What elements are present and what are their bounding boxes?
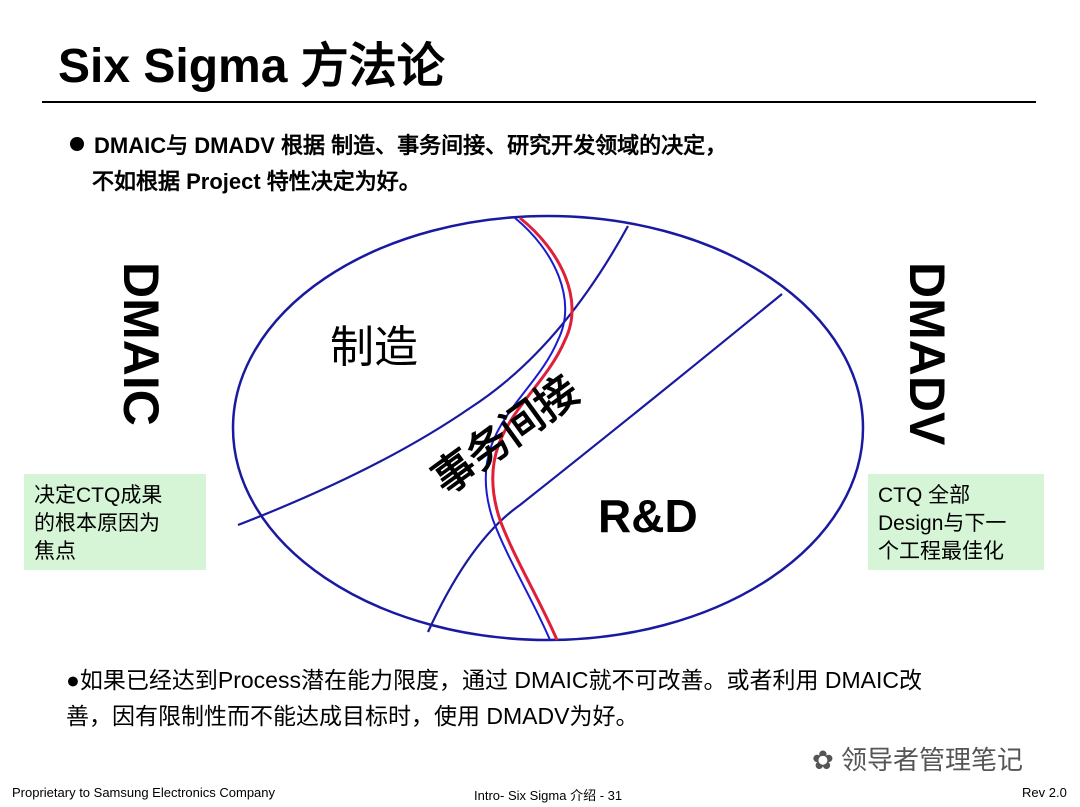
footer-proprietary: Proprietary to Samsung Electronics Compa…: [12, 785, 276, 800]
region-transactional-label: 事务间接: [423, 366, 588, 504]
note-dmaic-line1: 决定CTQ成果: [34, 484, 163, 507]
bullet-conclusion: ●如果已经达到Process潜在能力限度，通过 DMAIC就不可改善。或者利用 …: [66, 667, 922, 729]
band-lower-line: [426, 293, 783, 633]
footer-revision: Rev 2.0: [1022, 785, 1067, 800]
s-curve-red: [491, 216, 574, 641]
band-upper-line: [237, 225, 629, 527]
bullet-intro: DMAIC与 DMADV 根据 制造、事务间接、研究开发领域的决定， 不如根据 …: [70, 128, 727, 200]
note-dmadv: CTQ 全部 Design与下一 个工程最佳化: [868, 474, 1044, 570]
note-dmadv-line2: Design与下一: [878, 512, 1007, 535]
diagram-ellipse: [231, 214, 865, 642]
watermark-text: 领导者管理笔记: [841, 745, 1024, 775]
bullet-intro-line2: 不如根据 Project 特性决定为好。: [92, 169, 421, 194]
note-dmaic-line2: 的根本原因为: [34, 512, 160, 535]
footer-page-info: Intro- Six Sigma 介绍 - 31: [474, 788, 623, 803]
region-rd-label: R&D: [598, 490, 698, 542]
note-dmadv-line1: CTQ 全部: [878, 484, 971, 507]
note-dmadv-line3: 个工程最佳化: [878, 540, 1004, 563]
wechat-icon: ✿: [812, 745, 834, 775]
s-curve-blue: [484, 217, 567, 641]
bullet-dot: [70, 137, 84, 151]
bullet-intro-line1: DMAIC与 DMADV 根据 制造、事务间接、研究开发领域的决定，: [94, 133, 728, 158]
note-dmaic: 决定CTQ成果 的根本原因为 焦点: [24, 474, 206, 570]
region-manufacturing-label: 制造: [330, 322, 418, 373]
note-dmaic-line3: 焦点: [34, 540, 76, 563]
wechat-watermark: ✿ 领导者管理笔记: [812, 740, 1023, 777]
title-divider: [42, 101, 1036, 103]
dmadv-label: DMADV: [899, 262, 955, 446]
page-title: Six Sigma 方法论: [58, 40, 445, 93]
dmaic-label: DMAIC: [113, 262, 169, 426]
